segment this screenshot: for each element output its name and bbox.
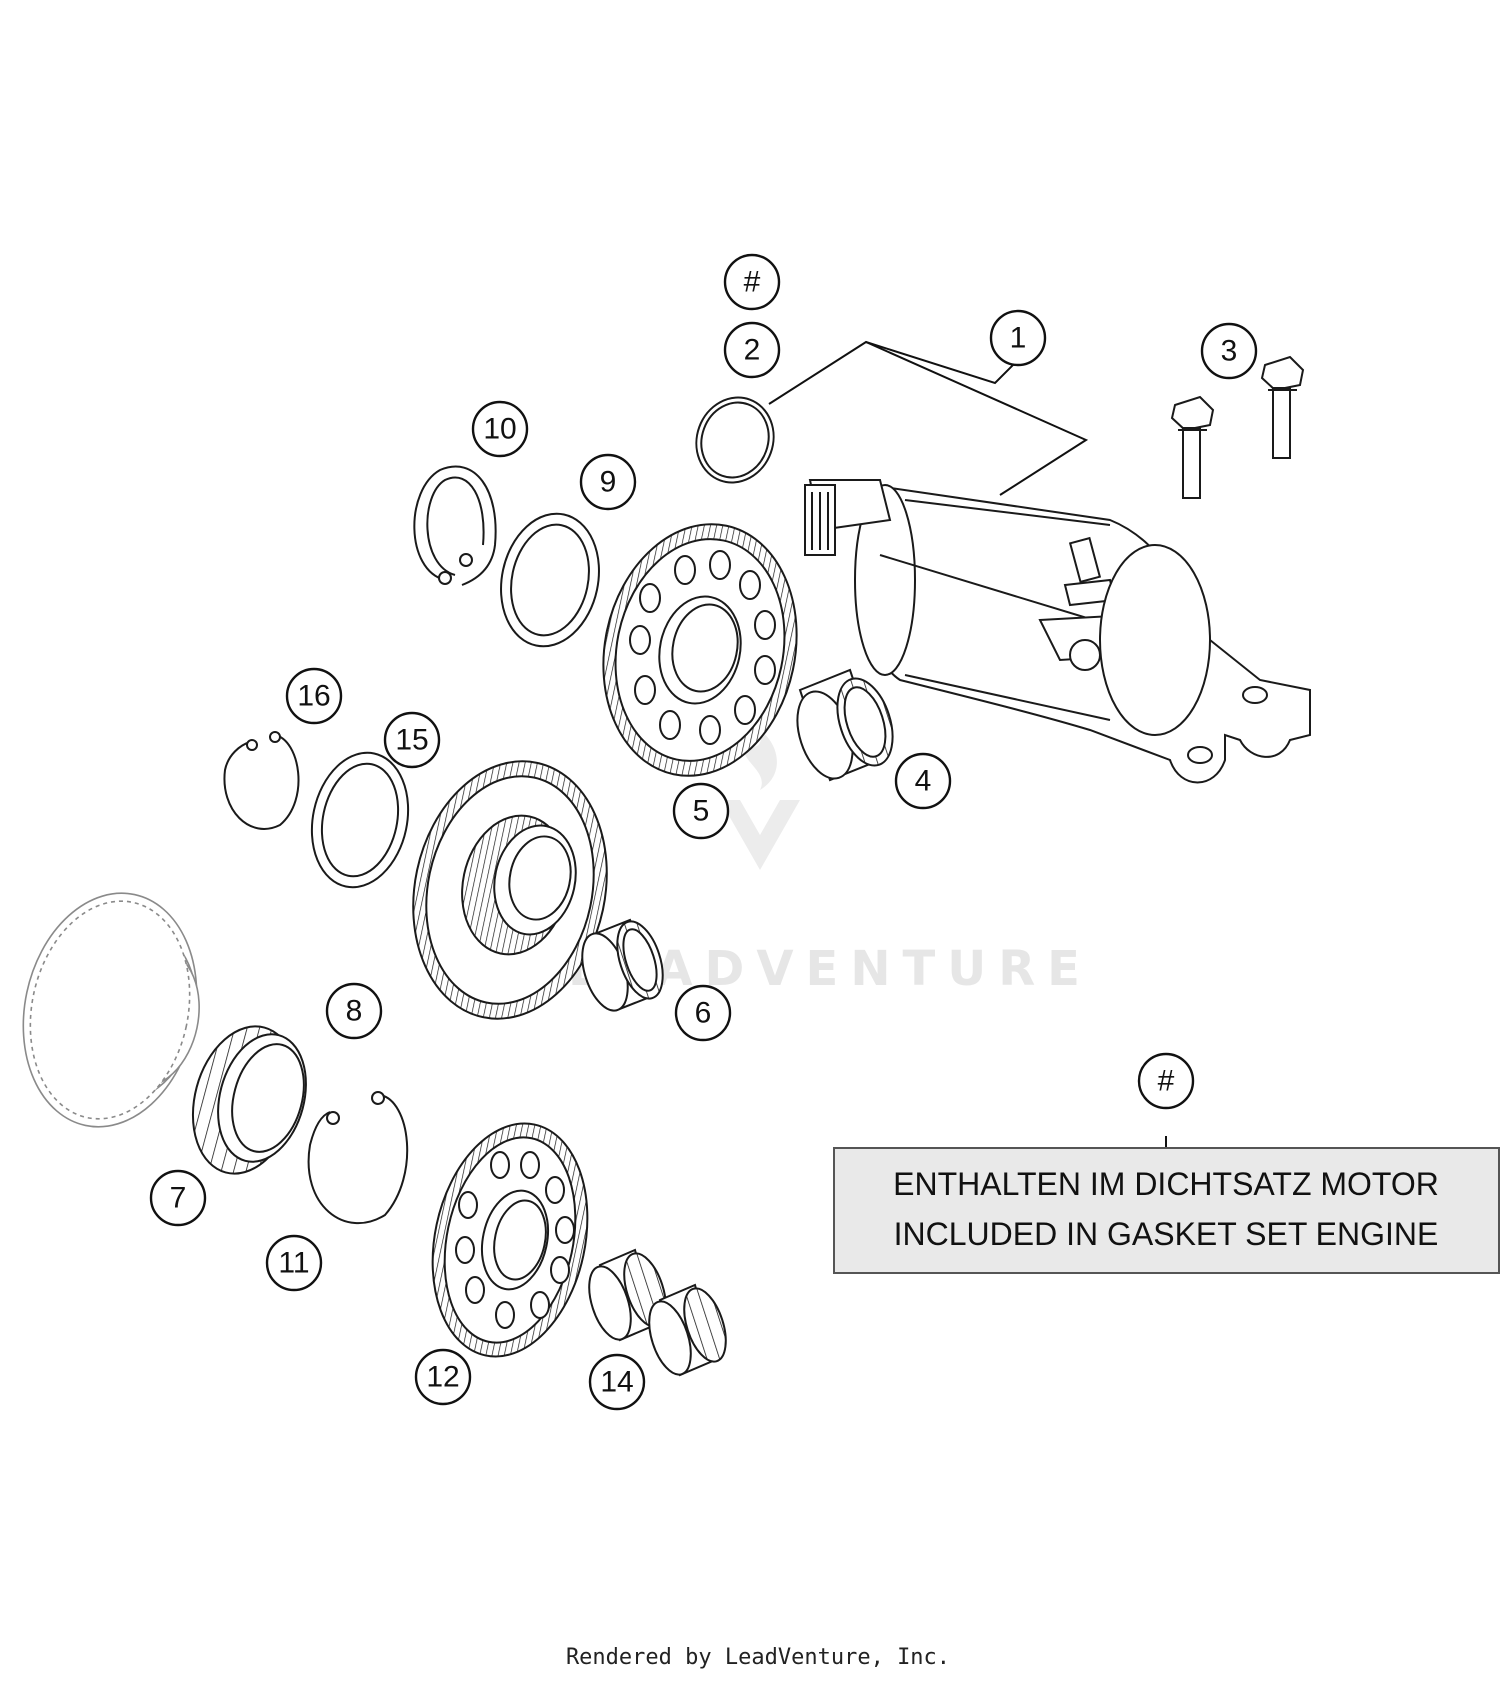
callout-16[interactable]: 16 xyxy=(285,667,343,725)
callout-hash-note[interactable]: # xyxy=(1137,1052,1195,1110)
washer-9 xyxy=(500,512,600,648)
gear-8 xyxy=(412,760,608,1020)
callout-label: 12 xyxy=(426,1361,459,1394)
callout-11[interactable]: 11 xyxy=(265,1234,323,1292)
callout-9[interactable]: 9 xyxy=(579,453,637,511)
callout-label: # xyxy=(744,266,761,299)
washer-15 xyxy=(310,751,410,889)
callout-6[interactable]: 6 xyxy=(674,984,732,1042)
callout-label: # xyxy=(1158,1065,1175,1098)
callout-label: 7 xyxy=(170,1182,187,1215)
callout-15[interactable]: 15 xyxy=(383,711,441,769)
callout-4[interactable]: 4 xyxy=(894,752,952,810)
needle-bearing-4 xyxy=(796,668,894,782)
needle-bearing-6 xyxy=(581,918,664,1012)
note-line-1: ENTHALTEN IM DICHTSATZ MOTOR xyxy=(893,1166,1439,1202)
callout-3[interactable]: 3 xyxy=(1200,322,1258,380)
gasket-set-note: ENTHALTEN IM DICHTSATZ MOTOR INCLUDED IN… xyxy=(833,1147,1500,1274)
callout-label: 4 xyxy=(915,765,932,798)
gear-5 xyxy=(602,523,798,777)
callout-label: 6 xyxy=(695,997,712,1030)
bolt-left xyxy=(1170,395,1215,499)
callout-10[interactable]: 10 xyxy=(471,400,529,458)
callout-5[interactable]: 5 xyxy=(672,782,730,840)
bolt-right xyxy=(1260,355,1305,459)
callout-label: 9 xyxy=(600,466,617,499)
callout-8[interactable]: 8 xyxy=(325,982,383,1040)
callout-label: 5 xyxy=(693,795,710,828)
callout-label: 15 xyxy=(395,724,428,757)
starter-motor xyxy=(804,479,1311,784)
circlip-10 xyxy=(413,465,497,586)
circlip-11 xyxy=(307,1091,409,1225)
callout-7[interactable]: 7 xyxy=(149,1169,207,1227)
callout-hash-top[interactable]: # xyxy=(723,253,781,311)
callout-label: 11 xyxy=(278,1247,309,1280)
freewheel-7 xyxy=(191,1025,307,1175)
circlip-16 xyxy=(223,731,300,830)
callout-12[interactable]: 12 xyxy=(414,1348,472,1406)
gear-12 xyxy=(431,1122,589,1358)
callout-label: 8 xyxy=(346,995,363,1028)
callout-label: 10 xyxy=(483,413,516,446)
callout-label: 3 xyxy=(1221,335,1238,368)
callout-label: 2 xyxy=(744,334,761,367)
note-line-2: INCLUDED IN GASKET SET ENGINE xyxy=(894,1216,1439,1252)
needle-bearing-14b xyxy=(648,1283,727,1377)
o-ring xyxy=(695,396,775,484)
callout-label: 14 xyxy=(600,1366,633,1399)
large-helical-gear xyxy=(22,892,200,1128)
callout-1[interactable]: 1 xyxy=(989,309,1047,367)
callout-label: 16 xyxy=(297,680,330,713)
rendered-by-footer: Rendered by LeadVenture, Inc. xyxy=(566,1645,950,1670)
callout-label: 1 xyxy=(1010,322,1027,355)
callout-14[interactable]: 14 xyxy=(588,1353,646,1411)
callout-2[interactable]: 2 xyxy=(723,321,781,379)
